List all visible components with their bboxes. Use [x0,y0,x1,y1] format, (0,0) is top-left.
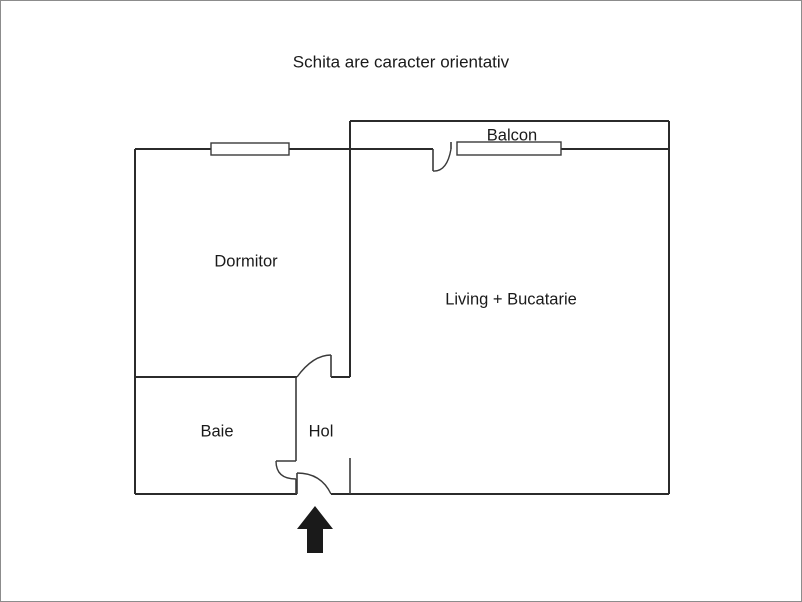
room-label-dormitor: Dormitor [214,252,278,270]
walls-group [134,120,670,495]
window-dormitor-icon [210,142,290,156]
doors-group [275,142,452,495]
room-label-hol: Hol [309,422,334,440]
entrance-arrow [297,506,333,553]
windows-group [210,141,562,156]
window-balcon-icon [456,141,562,156]
door-intrare-arc [296,472,332,495]
page-title: Schita are caracter orientativ [293,52,510,71]
room-label-balcon: Balcon [487,126,537,144]
door-balcon-arc [432,148,452,172]
room-label-living-bucatarie: Living + Bucatarie [445,290,577,308]
door-dormitor-arc [296,354,332,378]
entrance-direction-arrow-icon [297,506,333,553]
door-baie-arc [275,460,297,480]
room-label-baie: Baie [200,422,233,440]
room-labels-group: Balcon Dormitor Living + Bucatarie Baie … [200,126,576,440]
